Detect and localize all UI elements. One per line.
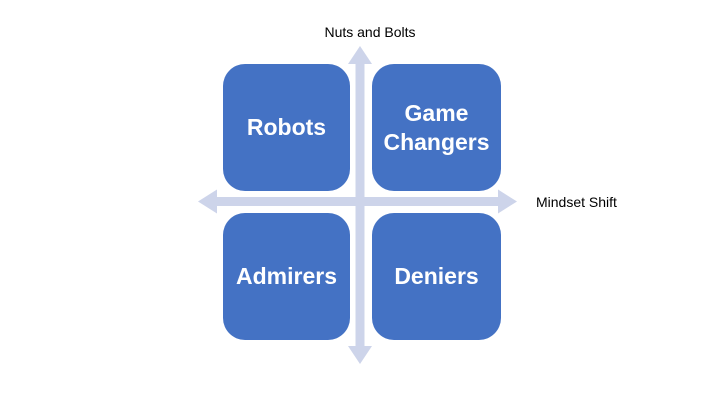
quadrant-deniers: Deniers — [372, 213, 501, 340]
quadrant-deniers-label: Deniers — [394, 263, 479, 290]
vertical-axis-label: Nuts and Bolts — [324, 24, 416, 40]
quadrant-robots: Robots — [223, 64, 350, 191]
quadrant-robots-label: Robots — [246, 114, 327, 141]
quadrant-game-changers: Game Changers — [372, 64, 501, 191]
vertical-axis-arrow-icon — [348, 46, 372, 364]
quadrant-admirers: Admirers — [223, 213, 350, 340]
horizontal-axis-label: Mindset Shift — [536, 194, 617, 210]
quadrant-admirers-label: Admirers — [236, 263, 337, 290]
quadrant-game-changers-label: Game Changers — [383, 99, 490, 155]
